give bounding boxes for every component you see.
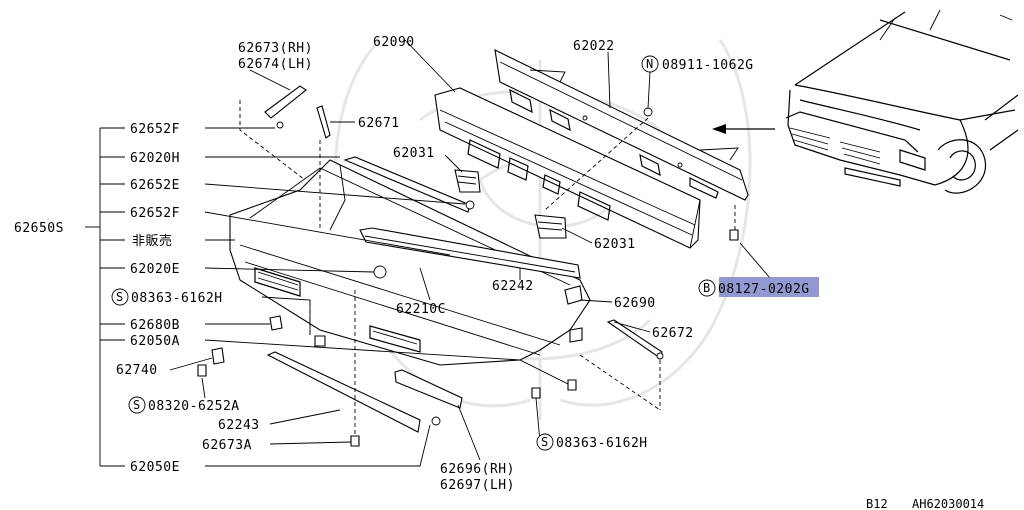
nut-62680B <box>269 315 283 331</box>
bolt-62673A <box>350 435 360 447</box>
label-62020E: 62020E <box>130 262 180 277</box>
label-62696: 62696(RH) <box>440 462 515 477</box>
label-62673: 62673(RH) <box>238 41 313 56</box>
nut-62740 <box>211 347 225 365</box>
bolt-62050A <box>567 379 577 391</box>
bumper-armature-62090 <box>434 87 701 249</box>
label-62020H: 62020H <box>130 151 180 166</box>
label-08320: 08320-6252A <box>148 399 240 414</box>
label-hanbai: 非販売 <box>132 233 173 249</box>
bolt-08127 <box>729 229 739 241</box>
label-62050E: 62050E <box>130 460 180 475</box>
car-illustration <box>785 9 1019 194</box>
label-62674: 62674(LH) <box>238 57 313 72</box>
label-62671: 62671 <box>358 116 400 131</box>
label-08363-a: 08363-6162H <box>131 291 223 306</box>
label-62242: 62242 <box>492 279 534 294</box>
label-62650S: 62650S <box>14 221 64 236</box>
bracket-62696 <box>394 369 463 409</box>
label-62090: 62090 <box>373 35 415 50</box>
clip-62652E <box>465 200 475 210</box>
group-bracket-62650S <box>85 127 125 467</box>
bolt-08911 <box>643 107 653 117</box>
label-08363-b: 08363-6162H <box>556 436 648 451</box>
footer-ref: AH62030014 <box>912 497 984 510</box>
label-08911: 08911-1062G <box>662 58 754 73</box>
label-62652F-b: 62652F <box>130 206 180 221</box>
label-62210C: 62210C <box>396 302 446 317</box>
strip-62243 <box>266 351 421 433</box>
label-62243: 62243 <box>218 418 260 433</box>
circle-prefixes <box>111 55 716 451</box>
label-62652F-a: 62652F <box>130 122 180 137</box>
screw-62696 <box>431 416 441 426</box>
label-prefix-s3: S <box>541 435 548 449</box>
label-62672: 62672 <box>652 326 694 341</box>
clip-62031-upper <box>454 169 481 193</box>
highlight-08127 <box>719 277 819 297</box>
assembly-dash-lines <box>239 100 736 436</box>
label-prefix-s1: S <box>116 290 123 304</box>
label-prefix-s2: S <box>133 398 140 412</box>
label-62031-a: 62031 <box>393 146 435 161</box>
bolt-08363-upper <box>314 335 326 347</box>
label-62022: 62022 <box>573 39 615 54</box>
label-62740: 62740 <box>116 363 158 378</box>
label-62031-b: 62031 <box>594 237 636 252</box>
label-62680B: 62680B <box>130 318 180 333</box>
stay-62672 <box>606 319 664 360</box>
label-62652E: 62652E <box>130 178 180 193</box>
label-62050A: 62050A <box>130 334 180 349</box>
label-62697: 62697(LH) <box>440 478 515 493</box>
stay-62671 <box>316 105 331 139</box>
clip-62031-lower <box>534 214 567 239</box>
bracket-62673 <box>264 85 307 129</box>
leader-lines <box>169 39 771 467</box>
reinforcement-62022 <box>494 49 749 201</box>
label-prefix-n: N <box>646 57 653 71</box>
label-prefix-b: B <box>703 281 710 295</box>
clip-62020E <box>373 265 387 279</box>
screw-08320 <box>197 364 207 377</box>
direction-arrow <box>712 124 775 134</box>
bracket-62690 <box>564 285 583 343</box>
label-62690: 62690 <box>614 296 656 311</box>
label-08127: 08127-0202G <box>718 282 810 297</box>
label-62673A: 62673A <box>202 438 252 453</box>
footer-code: B12 <box>866 497 888 510</box>
bolt-08363-lower <box>531 387 541 399</box>
